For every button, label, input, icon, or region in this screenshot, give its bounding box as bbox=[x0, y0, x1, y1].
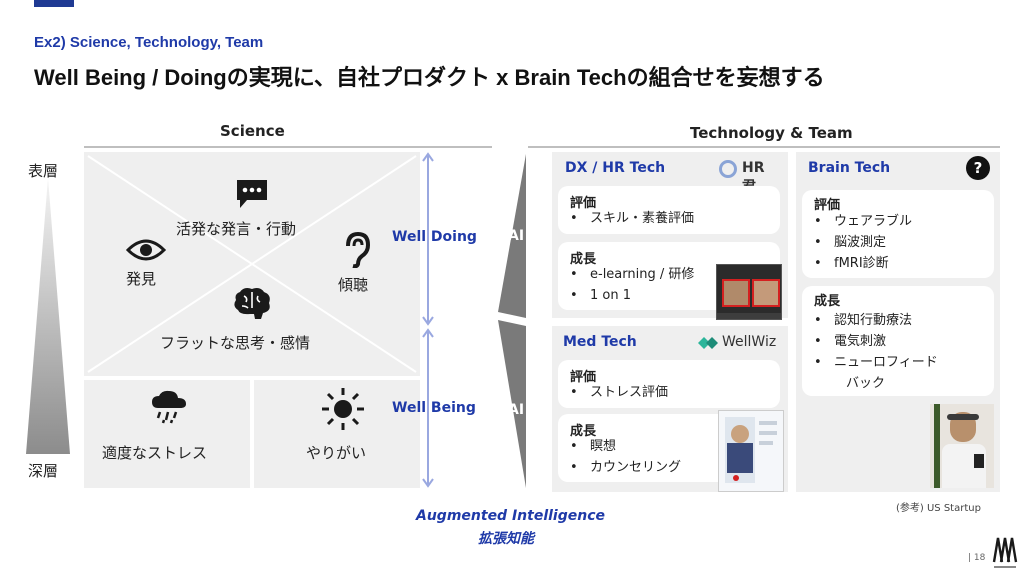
technology-heading: Technology & Team bbox=[690, 124, 853, 142]
brain-evaluation-title: 評価 bbox=[814, 198, 841, 213]
brain-evaluation-item: ウェアラブル bbox=[814, 211, 912, 232]
med-tech-title: Med Tech bbox=[563, 334, 637, 350]
slide-subtitle: Ex2) Science, Technology, Team bbox=[34, 34, 264, 51]
moderate-stress-label: 適度なストレス bbox=[102, 444, 208, 462]
hr-logo: HR君 bbox=[718, 159, 778, 195]
sun-icon bbox=[322, 388, 364, 430]
purpose-panel bbox=[254, 380, 420, 488]
brain-evaluation-item: 脳波測定 bbox=[814, 232, 886, 253]
brain-icon bbox=[234, 288, 270, 319]
dx-growth-item: e-learning / 研修 bbox=[570, 264, 694, 285]
wellwiz-logo-icon bbox=[698, 337, 718, 349]
brain-growth-item: ニューロフィード bbox=[814, 352, 938, 373]
company-logo-icon bbox=[992, 537, 1018, 568]
dx-evaluation-card: 評価 スキル・素養評価 bbox=[558, 186, 780, 234]
video-call-image bbox=[716, 264, 782, 320]
slide-title: Well Being / Doingの実現に、自社プロダクト x Brain T… bbox=[34, 65, 825, 90]
flat-thinking-label: フラットな思考・感情 bbox=[160, 334, 311, 352]
discover-label: 発見 bbox=[126, 270, 157, 288]
purpose-label: やりがい bbox=[306, 444, 367, 462]
brain-growth-item: 電気刺激 bbox=[814, 331, 886, 352]
brain-growth-card: 成長 認知行動療法 電気刺激 ニューロフィード バック bbox=[802, 286, 994, 396]
augmented-intelligence-ja-label: 拡張知能 bbox=[478, 531, 534, 547]
dx-growth-item: 1 on 1 bbox=[570, 285, 631, 306]
wellwiz-logo: WellWiz bbox=[696, 333, 788, 353]
question-icon: ? bbox=[966, 156, 990, 180]
well-doing-label: Well Doing bbox=[392, 229, 477, 245]
brain-evaluation-item: fMRI診断 bbox=[814, 253, 889, 274]
well-being-label: Well Being bbox=[392, 400, 476, 416]
brain-growth-item-continuation: バック bbox=[846, 376, 886, 391]
well-doing-panel bbox=[84, 152, 420, 376]
wellwiz-logo-text: WellWiz bbox=[722, 334, 777, 350]
science-rule bbox=[84, 146, 492, 148]
med-evaluation-item: ストレス評価 bbox=[570, 382, 668, 403]
dx-evaluation-item: スキル・素養評価 bbox=[570, 208, 694, 229]
brain-tech-title: Brain Tech bbox=[808, 160, 891, 176]
brain-growth-title: 成長 bbox=[814, 294, 841, 309]
hr-logo-ring-icon bbox=[719, 160, 737, 178]
speech-action-label: 活発な発言・行動 bbox=[176, 220, 297, 238]
rain-cloud-icon bbox=[152, 390, 186, 424]
ai-label-top: AI bbox=[508, 228, 525, 244]
depth-surface-label: 表層 bbox=[28, 162, 59, 180]
vertical-arrows bbox=[422, 152, 434, 488]
ai-connectors bbox=[498, 154, 526, 488]
top-accent-bar bbox=[34, 0, 74, 7]
panel-x-lines bbox=[87, 155, 417, 373]
med-growth-item: カウンセリング bbox=[570, 457, 681, 478]
depth-gradient-triangle bbox=[26, 178, 70, 454]
dx-hr-tech-title: DX / HR Tech bbox=[565, 160, 666, 176]
chat-icon bbox=[237, 180, 267, 208]
med-growth-item: 瞑想 bbox=[570, 436, 616, 457]
wearable-headset-image bbox=[930, 404, 994, 488]
technology-rule bbox=[528, 146, 1000, 148]
brain-growth-item: 認知行動療法 bbox=[814, 310, 912, 331]
science-heading: Science bbox=[220, 122, 285, 140]
brain-evaluation-card: 評価 ウェアラブル 脳波測定 fMRI診断 bbox=[802, 190, 994, 278]
med-evaluation-card: 評価 ストレス評価 bbox=[558, 360, 780, 408]
us-startup-footnote: (参考) US Startup bbox=[896, 503, 981, 514]
eye-icon bbox=[126, 239, 166, 261]
ear-icon bbox=[346, 232, 371, 268]
ai-label-bottom: AI bbox=[508, 402, 525, 418]
listen-label: 傾聴 bbox=[338, 276, 369, 294]
counseling-app-image bbox=[718, 410, 784, 492]
page-number: | 18 bbox=[968, 553, 986, 563]
augmented-intelligence-label: Augmented Intelligence bbox=[416, 508, 605, 524]
depth-deep-label: 深層 bbox=[28, 462, 59, 480]
